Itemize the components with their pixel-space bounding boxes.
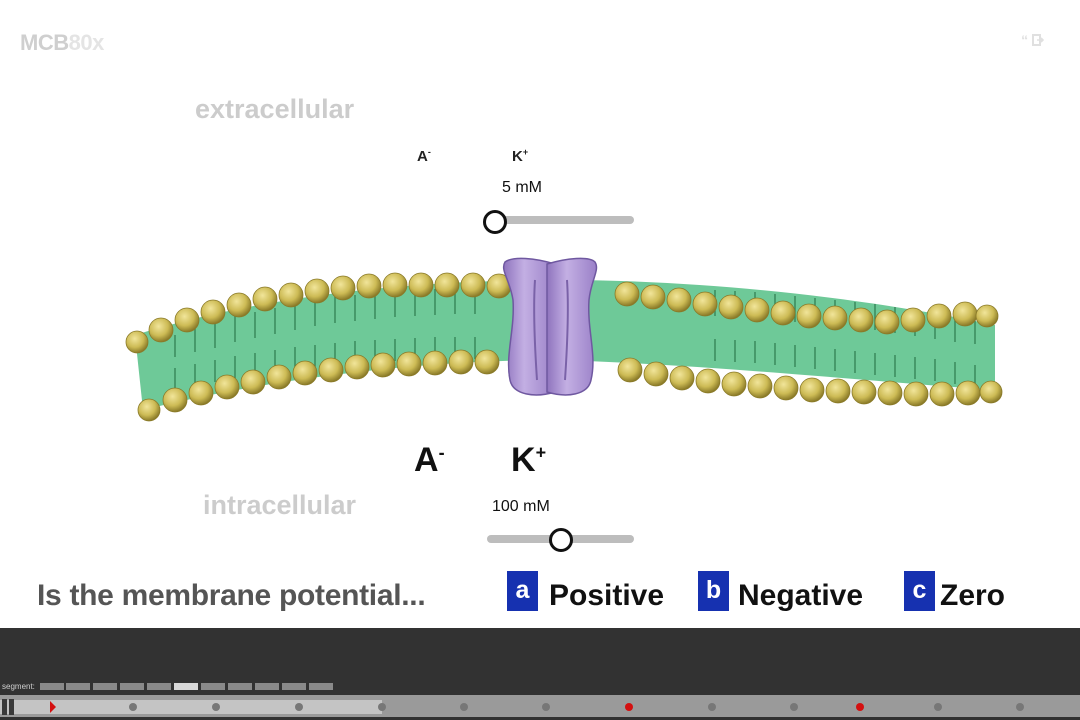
option-a-badge[interactable]: a [507, 571, 538, 611]
quote-icon[interactable]: “ [1021, 32, 1029, 48]
segment-7[interactable] [201, 683, 225, 690]
extracellular-slider-thumb[interactable] [483, 210, 507, 234]
extracellular-label: extracellular [195, 94, 355, 124]
segment-9[interactable] [255, 683, 279, 690]
timeline-question-marker[interactable] [856, 703, 864, 711]
question-text: Is the membrane potential... [37, 579, 426, 612]
timeline-marker[interactable] [378, 703, 386, 711]
segment-label: segment: [2, 682, 35, 691]
segment-2[interactable] [66, 683, 90, 690]
segment-6-active[interactable] [174, 683, 198, 690]
option-negative[interactable]: Negative [738, 579, 864, 612]
timeline-marker[interactable] [460, 703, 468, 711]
option-zero[interactable]: Zero [940, 579, 1006, 612]
exit-icon[interactable] [1032, 34, 1045, 46]
segment-11[interactable] [309, 683, 333, 690]
playhead-marker-icon[interactable] [50, 701, 56, 713]
option-positive[interactable]: Positive [549, 579, 665, 612]
extracellular-anion: A- [417, 147, 431, 165]
cell-membrane-diagram [125, 257, 1003, 422]
segment-10[interactable] [282, 683, 306, 690]
timeline-question-marker[interactable] [625, 703, 633, 711]
ion-channel-protein [502, 257, 598, 396]
timeline-marker[interactable] [934, 703, 942, 711]
timeline-marker[interactable] [790, 703, 798, 711]
pause-button[interactable] [2, 699, 18, 715]
extracellular-slider[interactable] [487, 216, 634, 224]
segment-5[interactable] [147, 683, 171, 690]
intracellular-potassium: K+ [511, 441, 547, 479]
segment-8[interactable] [228, 683, 252, 690]
option-b-badge[interactable]: b [698, 571, 729, 611]
timeline-marker[interactable] [542, 703, 550, 711]
top-right-icons[interactable]: “ [1021, 32, 1045, 48]
timeline-marker[interactable] [295, 703, 303, 711]
extracellular-potassium: K+ [512, 147, 529, 165]
intracellular-concentration: 100 mM [492, 498, 550, 515]
option-c-badge[interactable]: c [904, 571, 935, 611]
segment-3[interactable] [93, 683, 117, 690]
extracellular-concentration: 5 mM [502, 179, 542, 196]
timeline-marker[interactable] [212, 703, 220, 711]
mcb80x-logo: MCB80x [20, 30, 104, 55]
intracellular-anion: A- [414, 441, 445, 479]
timeline-marker[interactable] [129, 703, 137, 711]
timeline-marker[interactable] [1016, 703, 1024, 711]
intracellular-label: intracellular [203, 490, 357, 520]
segment-4[interactable] [120, 683, 144, 690]
intracellular-slider-thumb[interactable] [549, 528, 573, 552]
segment-1[interactable] [40, 683, 64, 690]
timeline-marker[interactable] [708, 703, 716, 711]
timeline-played-progress [0, 700, 382, 714]
